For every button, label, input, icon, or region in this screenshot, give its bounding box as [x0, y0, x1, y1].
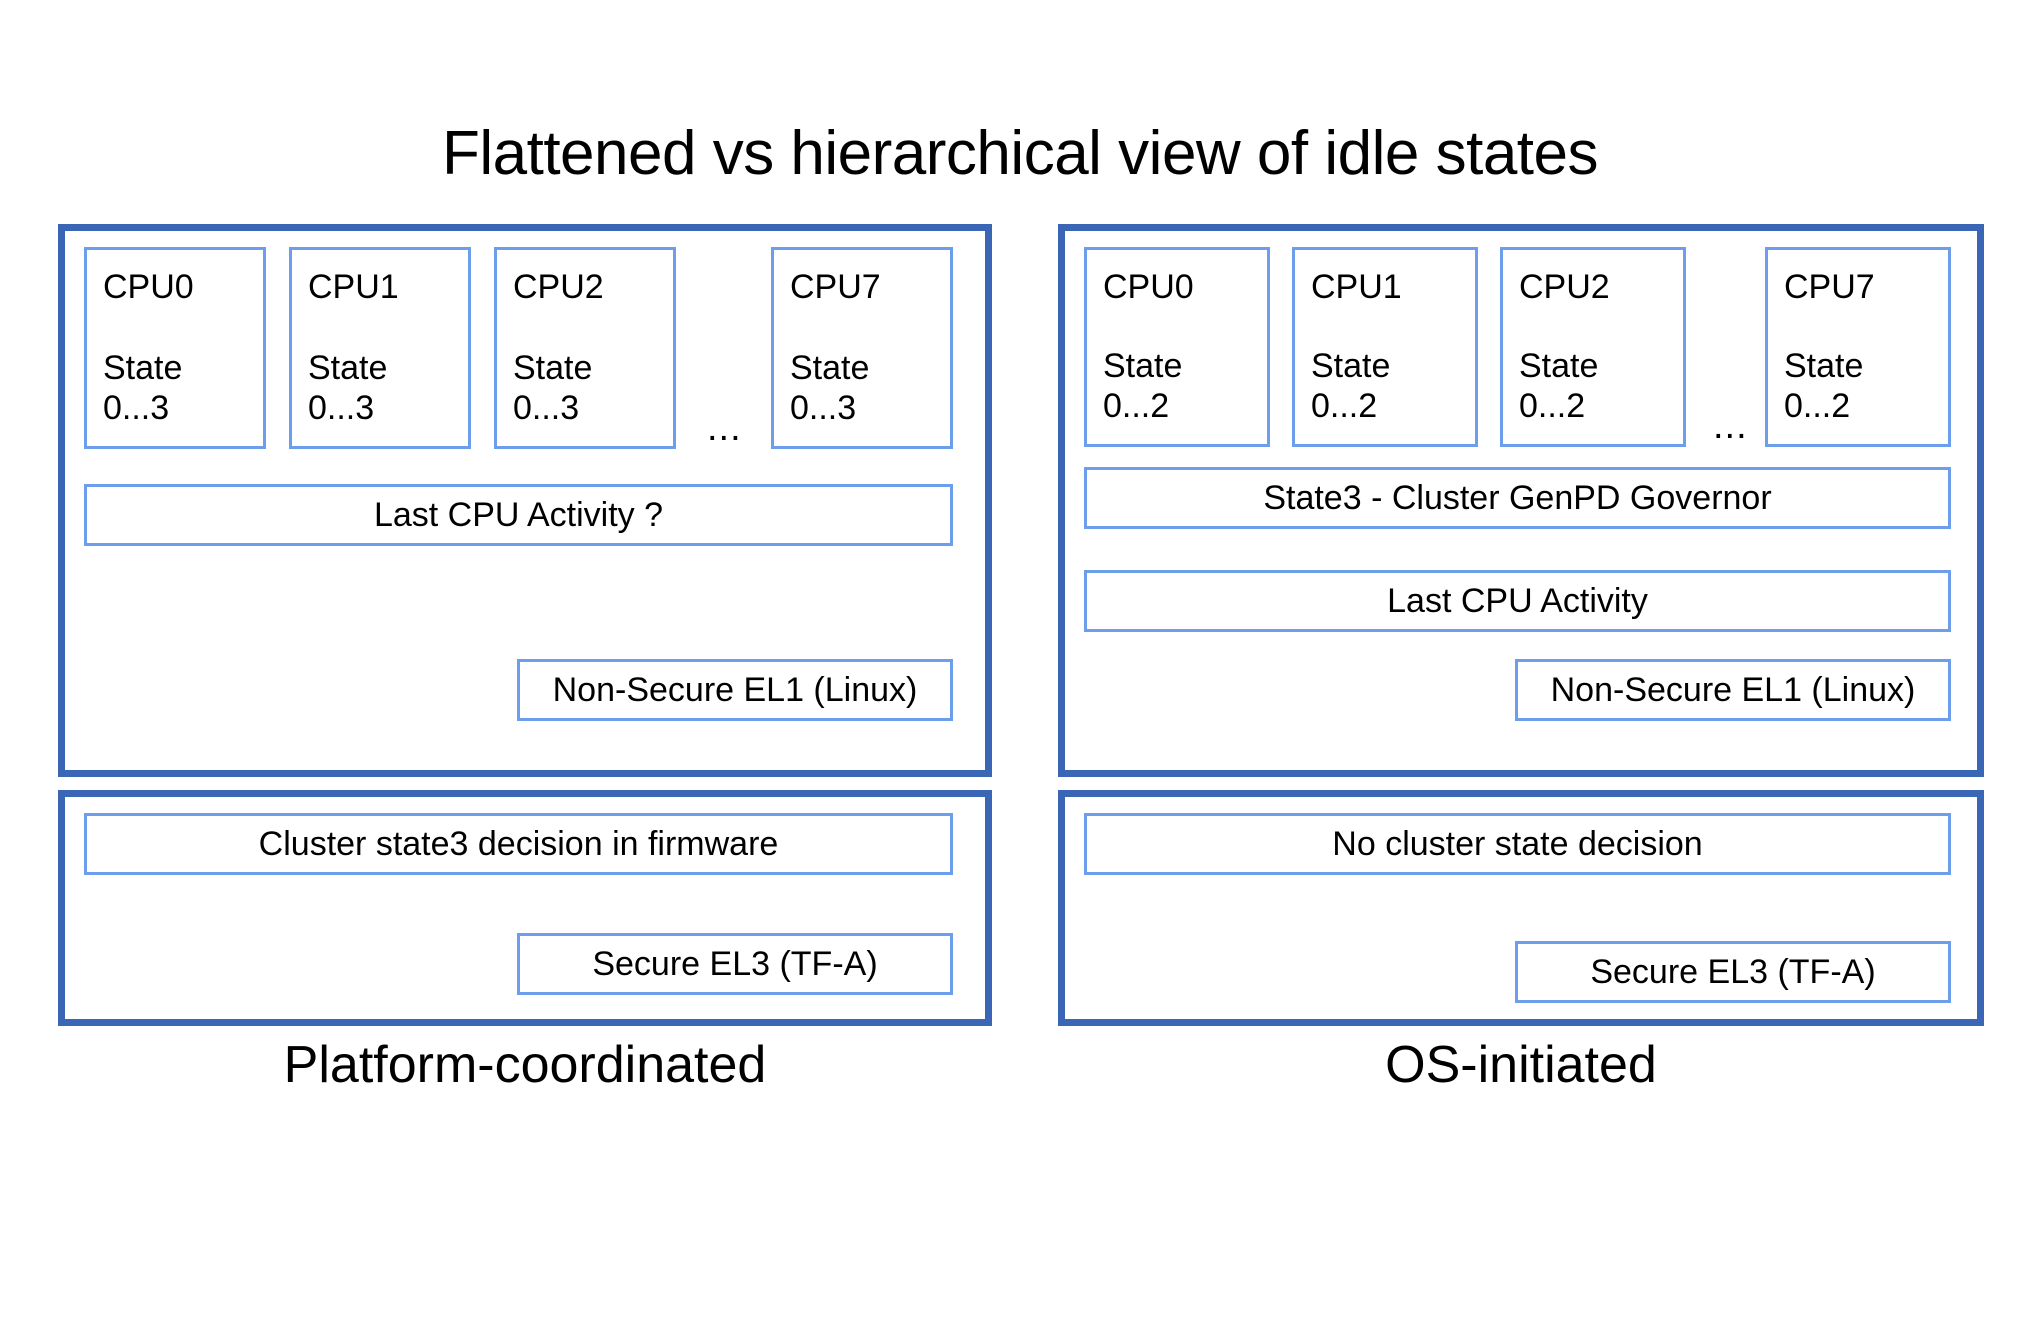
cluster-decision-box-left: Cluster state3 decision in firmware — [84, 813, 953, 875]
page-title: Flattened vs hierarchical view of idle s… — [441, 119, 1599, 188]
no-cluster-decision-label: No cluster state decision — [1332, 825, 1703, 863]
cpu-state: State 0...2 — [1784, 346, 1948, 426]
cpu-state-word: State — [1784, 347, 1864, 385]
firmware-panel-platform-coordinated: Cluster state3 decision in firmware Secu… — [58, 790, 992, 1026]
cpu-box-cpu1-left: CPU1 State 0...3 — [289, 247, 471, 449]
cpu-box-cpu0-right: CPU0 State 0...2 — [1084, 247, 1270, 447]
firmware-panel-os-initiated: No cluster state decision Secure EL3 (TF… — [1058, 790, 1984, 1026]
exception-level-label: Secure EL3 (TF-A) — [1590, 953, 1876, 991]
cluster-decision-label: Cluster state3 decision in firmware — [258, 825, 779, 863]
cluster-genpd-governor-label: State3 - Cluster GenPD Governor — [1263, 479, 1772, 517]
cpu-state-word: State — [513, 349, 593, 387]
cpu-state-word: State — [1103, 347, 1183, 385]
cpu-label: CPU7 — [1784, 268, 1875, 306]
cpu-state-word: State — [1311, 347, 1391, 385]
cpu-box-cpu0-left: CPU0 State 0...3 — [84, 247, 266, 449]
cpu-state-range: 0...3 — [103, 389, 170, 427]
cpu-ellipsis-right: ... — [1713, 405, 1748, 447]
cpu-state-range: 0...3 — [308, 389, 375, 427]
last-cpu-activity-box-left: Last CPU Activity ? — [84, 484, 953, 546]
exception-level-label: Non-Secure EL1 (Linux) — [1550, 671, 1916, 709]
os-panel-os-initiated: CPU0 State 0...2 CPU1 State 0...2 CPU2 S… — [1058, 224, 1984, 777]
cpu-box-cpu7-right: CPU7 State 0...2 — [1765, 247, 1951, 447]
cpu-state-range: 0...2 — [1519, 387, 1586, 425]
exception-level-box-el1-left: Non-Secure EL1 (Linux) — [517, 659, 953, 721]
exception-level-label: Non-Secure EL1 (Linux) — [552, 671, 918, 709]
cpu-state-range: 0...3 — [790, 389, 857, 427]
cpu-label: CPU2 — [513, 268, 604, 306]
cpu-box-cpu2-right: CPU2 State 0...2 — [1500, 247, 1686, 447]
cpu-box-cpu2-left: CPU2 State 0...3 — [494, 247, 676, 449]
cpu-state: State 0...3 — [103, 348, 263, 428]
cpu-state-range: 0...2 — [1103, 387, 1170, 425]
cpu-label: CPU7 — [790, 268, 881, 306]
cpu-label: CPU1 — [308, 268, 399, 306]
cpu-state-word: State — [790, 349, 870, 387]
cpu-box-cpu7-left: CPU7 State 0...3 — [771, 247, 953, 449]
cpu-state: State 0...2 — [1311, 346, 1475, 426]
cluster-genpd-governor-box-right: State3 - Cluster GenPD Governor — [1084, 467, 1951, 529]
cpu-state-range: 0...2 — [1784, 387, 1851, 425]
no-cluster-decision-box-right: No cluster state decision — [1084, 813, 1951, 875]
exception-level-box-el3-left: Secure EL3 (TF-A) — [517, 933, 953, 995]
exception-level-label: Secure EL3 (TF-A) — [592, 945, 878, 983]
last-cpu-activity-label: Last CPU Activity — [1387, 582, 1648, 620]
cpu-state: State 0...3 — [790, 348, 950, 428]
cpu-state-word: State — [103, 349, 183, 387]
cpu-label: CPU0 — [1103, 268, 1194, 306]
exception-level-box-el3-right: Secure EL3 (TF-A) — [1515, 941, 1951, 1003]
cpu-state-word: State — [308, 349, 388, 387]
cpu-state-range: 0...3 — [513, 389, 580, 427]
exception-level-box-el1-right: Non-Secure EL1 (Linux) — [1515, 659, 1951, 721]
os-panel-platform-coordinated: CPU0 State 0...3 CPU1 State 0...3 CPU2 S… — [58, 224, 992, 777]
last-cpu-activity-label: Last CPU Activity ? — [373, 496, 664, 534]
cpu-state-word: State — [1519, 347, 1599, 385]
cpu-label: CPU0 — [103, 268, 194, 306]
cpu-state: State 0...3 — [513, 348, 673, 428]
last-cpu-activity-box-right: Last CPU Activity — [1084, 570, 1951, 632]
cpu-label: CPU1 — [1311, 268, 1402, 306]
cpu-label: CPU2 — [1519, 268, 1610, 306]
column-caption-platform-coordinated: Platform-coordinated — [283, 1036, 767, 1094]
cpu-box-cpu1-right: CPU1 State 0...2 — [1292, 247, 1478, 447]
cpu-state: State 0...3 — [308, 348, 468, 428]
cpu-state: State 0...2 — [1519, 346, 1683, 426]
cpu-ellipsis-left: ... — [707, 407, 742, 449]
cpu-state-range: 0...2 — [1311, 387, 1378, 425]
column-caption-os-initiated: OS-initiated — [1385, 1036, 1657, 1094]
cpu-state: State 0...2 — [1103, 346, 1267, 426]
